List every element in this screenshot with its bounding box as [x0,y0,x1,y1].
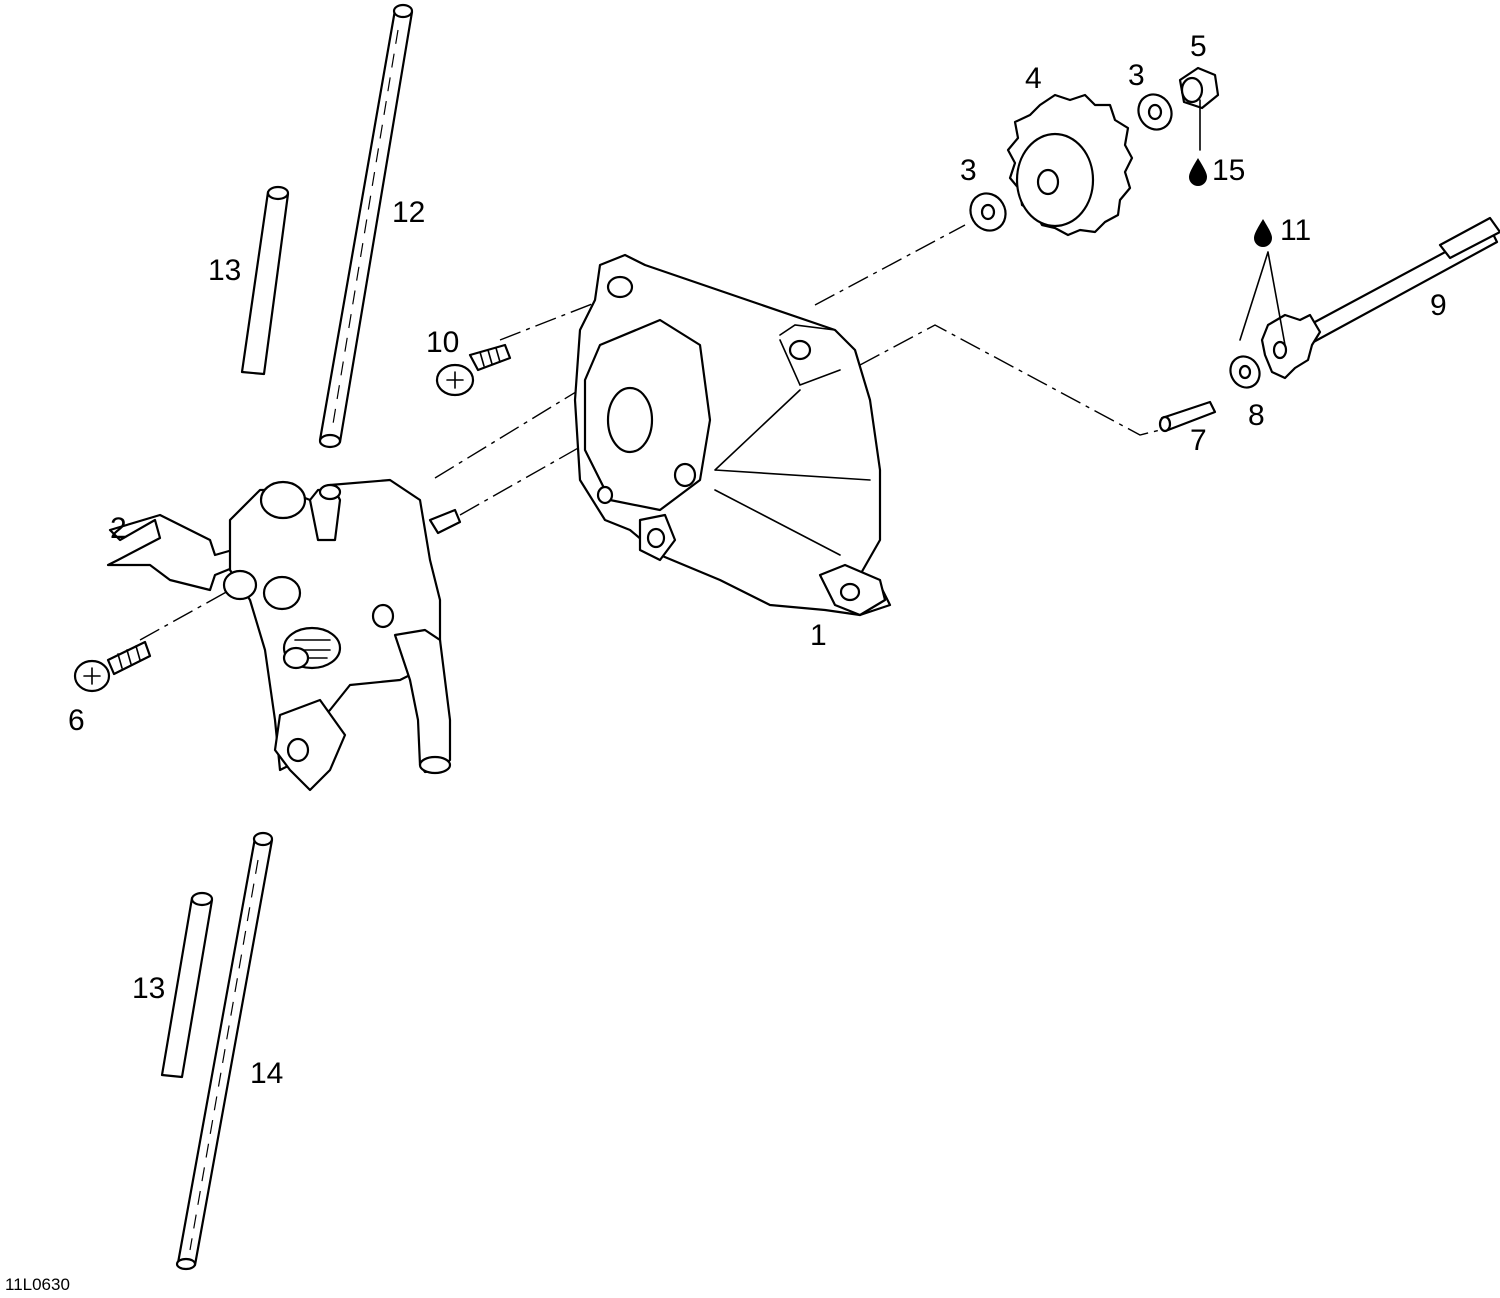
oil-drop-icon [1189,158,1207,186]
short-tube-part-13-bottom [160,891,214,1079]
callout-3b: 3 [1128,59,1145,92]
callout-14: 14 [250,1057,283,1090]
oil-pump-part-2 [106,478,462,792]
short-tube-part-13-top [240,185,290,376]
callout-7: 7 [1190,424,1207,457]
callout-2: 2 [110,512,127,545]
pump-housing-part-1 [573,253,892,617]
callout-12: 12 [392,196,425,229]
callout-13a: 13 [208,254,241,287]
callout-1: 1 [810,619,827,652]
callout-4: 4 [1025,62,1042,95]
callout-6: 6 [68,704,85,737]
oil-drop-icon [1254,219,1272,247]
screw-part-6 [73,640,152,693]
callout-13b: 13 [132,972,165,1005]
callout-9: 9 [1430,289,1447,322]
callout-3a: 3 [960,154,977,187]
leader-11 [1239,251,1286,346]
callout-15: 15 [1212,154,1245,187]
washer-part-3-lower [969,192,1007,232]
long-tube-part-12 [318,3,414,449]
callout-5: 5 [1190,30,1207,63]
washer-part-3-upper [1137,93,1173,131]
shaft-part-9 [1260,216,1500,380]
callout-8: 8 [1248,399,1265,432]
pin-part-7 [1158,400,1217,433]
drawing-code: 11L0630 [5,1275,70,1294]
gear-part-4 [1006,93,1134,237]
long-tube-part-14 [175,831,274,1271]
callout-10: 10 [426,326,459,359]
washer-part-8 [1229,355,1261,389]
screw-part-10 [435,343,512,397]
callouts: 1 2 3 3 4 5 6 7 8 9 10 11 12 13 13 14 15… [5,30,1447,1294]
callout-11: 11 [1280,214,1311,247]
nut-part-5 [1178,66,1220,151]
